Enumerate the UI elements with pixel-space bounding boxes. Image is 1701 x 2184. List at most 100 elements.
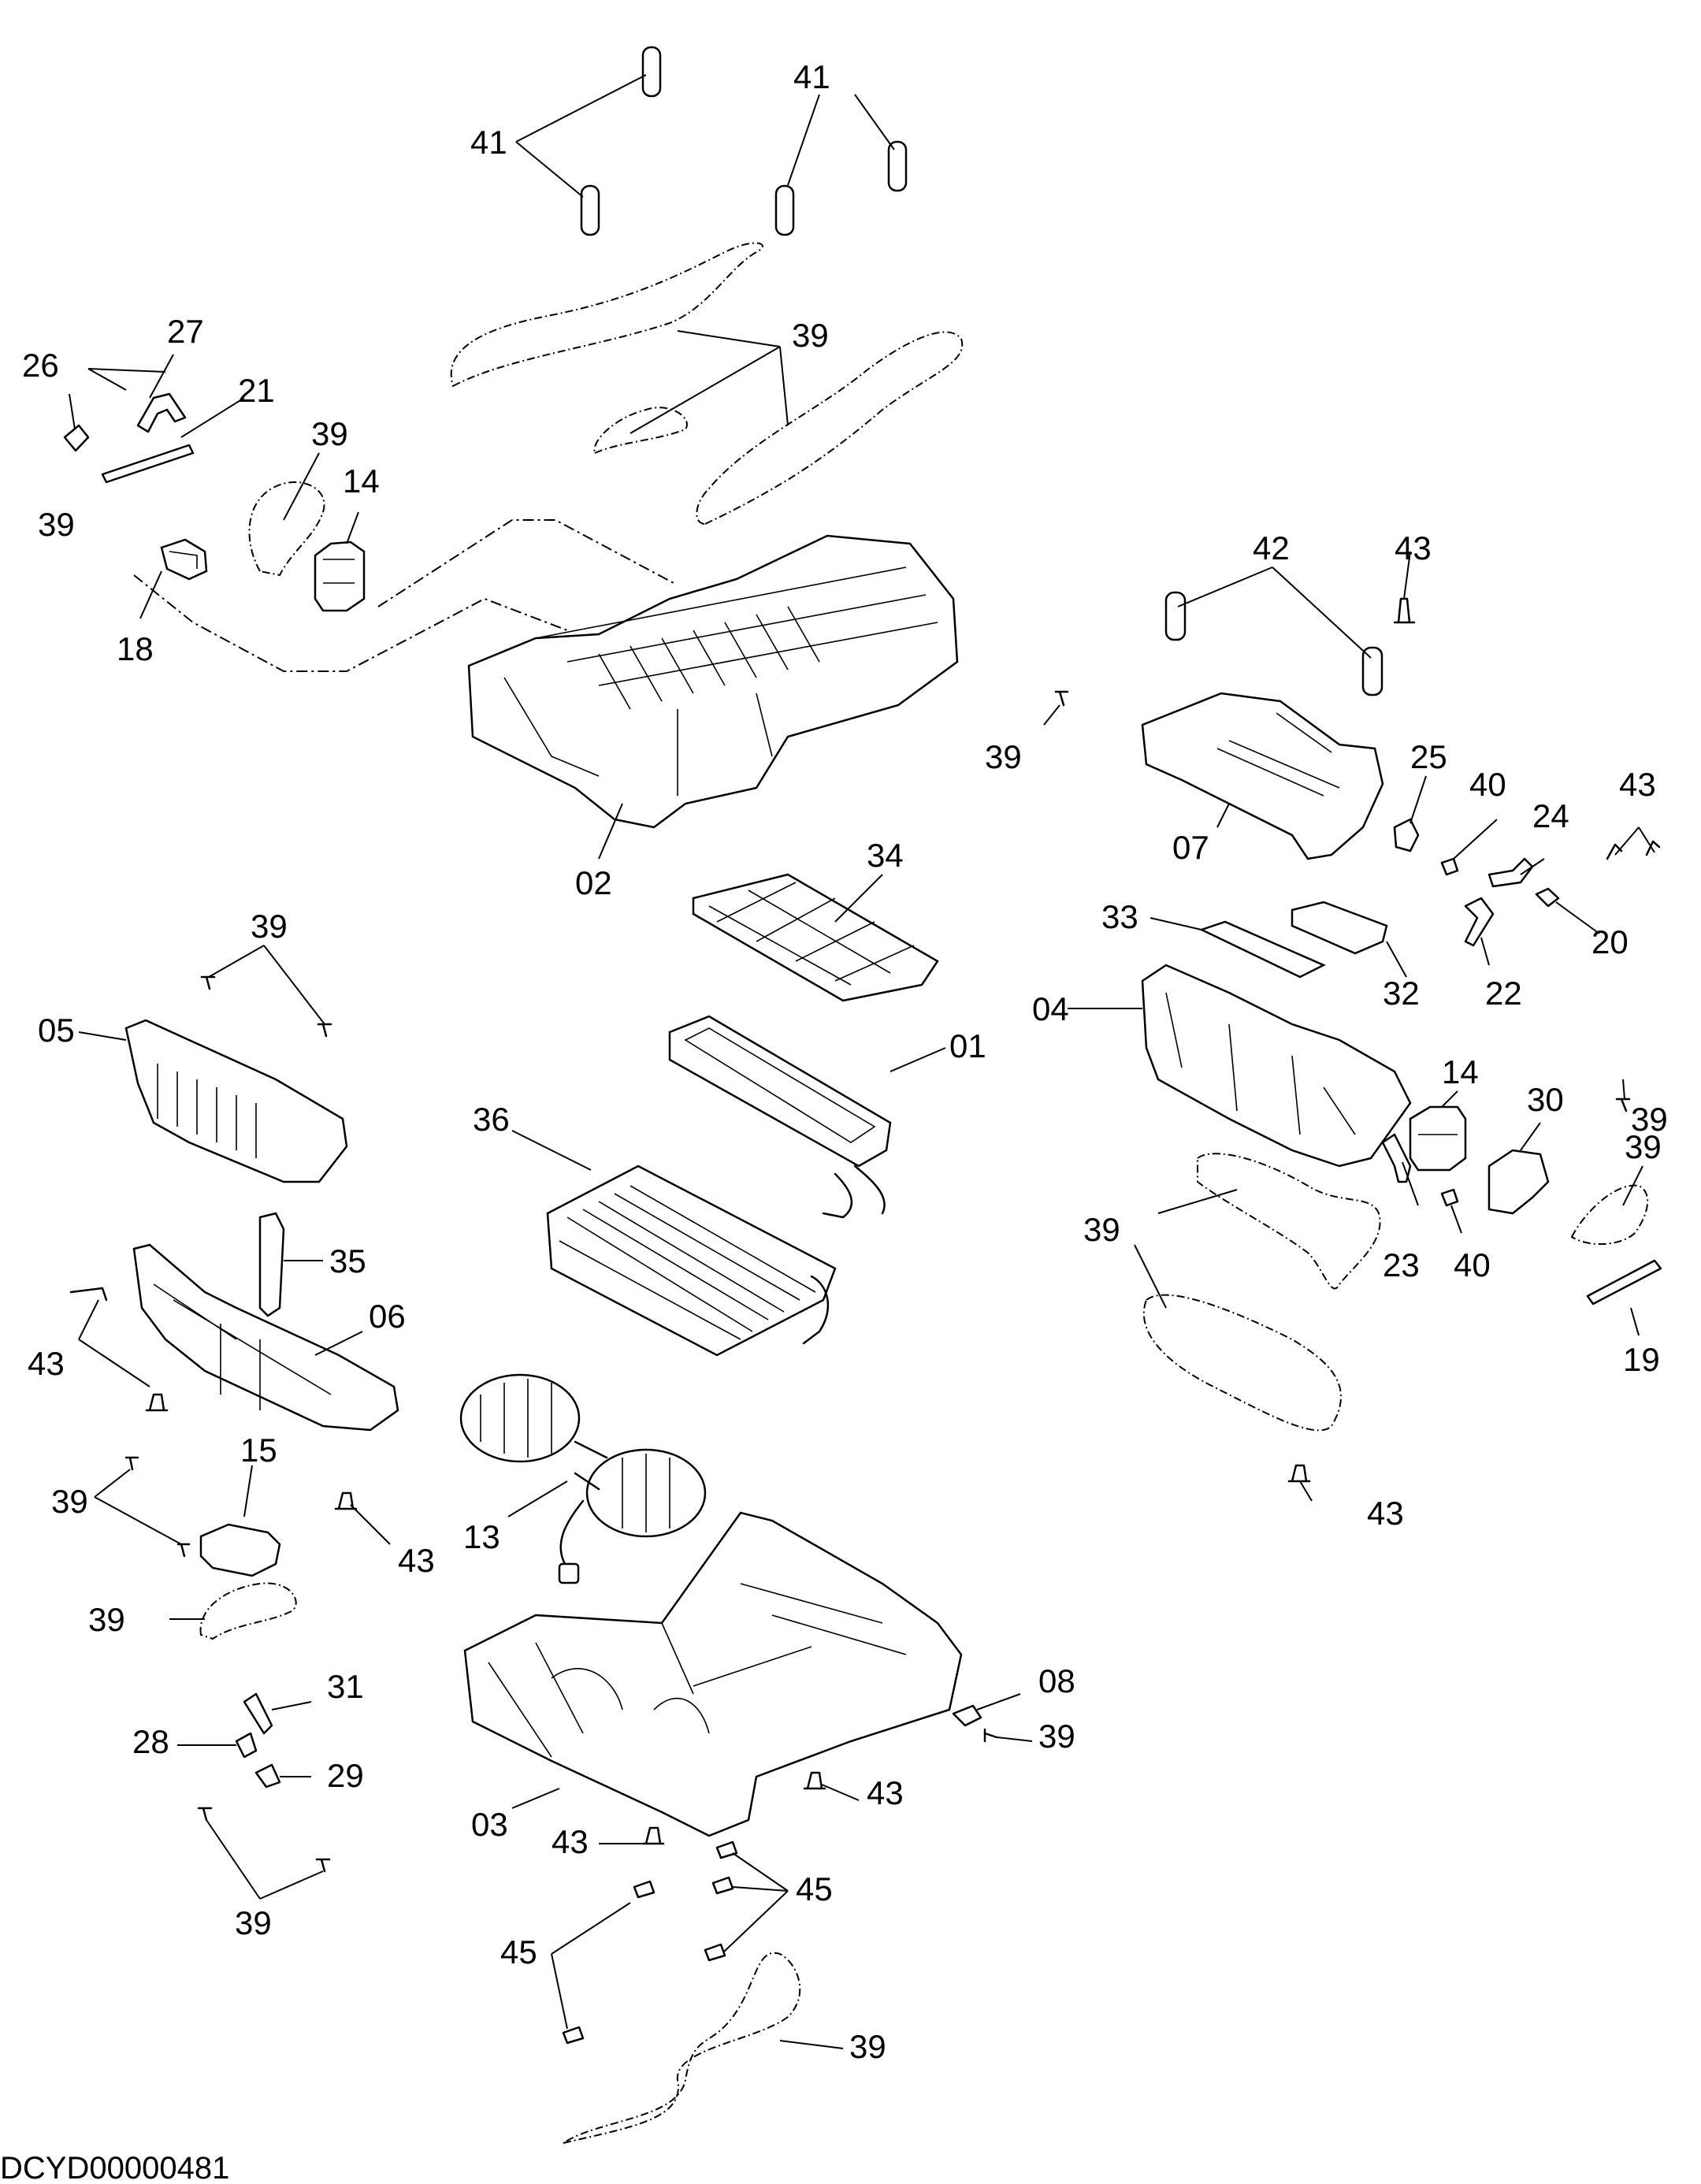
part-07-upper-case	[1141, 692, 1384, 860]
callout-43: 43	[1619, 766, 1656, 803]
callout-43: 43	[1395, 529, 1432, 566]
callout-42: 42	[1253, 529, 1290, 566]
part-39-seal-15	[199, 1582, 297, 1640]
callout-03: 03	[471, 1806, 508, 1843]
callout-39: 39	[51, 1483, 88, 1520]
callout-01: 01	[949, 1027, 986, 1064]
part-32-pad	[1291, 901, 1388, 955]
part-04-right-case	[1141, 964, 1412, 1168]
callout-33: 33	[1101, 898, 1138, 935]
part-14-actuator-left	[314, 540, 366, 612]
routing-line	[133, 519, 674, 672]
callout-28: 28	[132, 1723, 169, 1760]
part-39-seals-right	[1142, 1153, 1381, 1432]
callout-27: 27	[167, 313, 204, 350]
callout-36: 36	[473, 1101, 510, 1138]
callout-14: 14	[1442, 1053, 1479, 1090]
part-39-screws-15	[124, 1456, 191, 1558]
part-24-lever	[1487, 857, 1534, 888]
part-05-left-duct	[124, 1019, 348, 1183]
part-01-heater-core	[668, 1015, 892, 1219]
part-13-blower	[459, 1373, 707, 1584]
callout-labels: 41 41 39 27 26 21 39 14 39 18 42 43 39 2…	[22, 58, 1668, 2065]
part-43-fastener-15	[334, 1491, 358, 1510]
callout-39: 39	[849, 2028, 886, 2065]
part-20-link	[1535, 887, 1560, 908]
callout-26: 26	[22, 347, 59, 384]
callout-45: 45	[500, 1933, 537, 1970]
callout-39: 39	[1038, 1718, 1075, 1755]
part-08-clip	[952, 1704, 982, 1727]
part-34-filter	[692, 873, 939, 1002]
callout-39: 39	[792, 317, 829, 354]
part-19-rod	[1586, 1259, 1662, 1306]
part-43-fastener-rb	[1287, 1464, 1311, 1483]
callout-40: 40	[1454, 1246, 1491, 1283]
callout-39: 39	[985, 738, 1022, 775]
part-43-fasteners-l	[69, 1287, 169, 1412]
part-22-arm	[1464, 897, 1495, 947]
callout-07: 07	[1172, 829, 1209, 866]
callout-08: 08	[1038, 1662, 1075, 1699]
part-39-screws-bl	[197, 1807, 331, 1873]
drawing-code: DCYD00000481	[0, 2151, 229, 2184]
part-36-evaporator	[546, 1164, 837, 1357]
callout-22: 22	[1485, 975, 1522, 1012]
callout-21: 21	[238, 372, 275, 409]
callout-32: 32	[1383, 975, 1420, 1012]
callout-39: 39	[235, 1904, 272, 1941]
part-15-actuator	[199, 1523, 281, 1577]
callout-29: 29	[327, 1757, 364, 1794]
callout-19: 19	[1623, 1341, 1660, 1378]
callout-39: 39	[88, 1601, 125, 1638]
callout-39: 39	[1625, 1128, 1662, 1165]
part-18-bracket	[160, 538, 208, 581]
part-39-seal-r1	[1570, 1184, 1649, 1246]
part-29-clip	[254, 1763, 281, 1788]
part-31-rod	[243, 1692, 273, 1735]
part-39-seals-top	[450, 242, 964, 526]
callout-25: 25	[1410, 738, 1447, 775]
part-39-seal-left	[248, 481, 325, 577]
callout-23: 23	[1383, 1246, 1420, 1283]
part-39-screw-r	[1615, 1098, 1631, 1112]
callout-39: 39	[251, 908, 288, 945]
callout-15: 15	[240, 1432, 277, 1469]
callout-39: 39	[38, 506, 75, 543]
callout-06: 06	[369, 1298, 406, 1335]
part-28-clip	[235, 1732, 258, 1759]
callout-14: 14	[343, 462, 380, 500]
callout-41: 41	[793, 58, 830, 95]
part-33-strip	[1198, 920, 1326, 979]
part-25-link	[1393, 818, 1420, 852]
part-14-actuator-right	[1409, 1105, 1467, 1172]
part-39-pin-mid	[1054, 690, 1069, 707]
part-39-screw-08	[983, 1728, 998, 1743]
callout-43: 43	[398, 1542, 435, 1579]
callout-43: 43	[1367, 1495, 1404, 1532]
callout-39: 39	[1083, 1211, 1120, 1248]
callout-35: 35	[329, 1242, 366, 1280]
part-39-seal-bottom	[563, 1952, 801, 2144]
part-06-lower-duct	[132, 1243, 399, 1432]
part-02-upper-housing	[467, 534, 959, 829]
callout-41: 41	[470, 124, 507, 161]
part-43-fasteners-b	[641, 1771, 826, 1845]
callout-20: 20	[1591, 923, 1629, 960]
part-40-clip-b	[1440, 1188, 1459, 1207]
callout-18: 18	[117, 630, 154, 667]
callout-04: 04	[1032, 990, 1069, 1027]
callout-40: 40	[1469, 766, 1506, 803]
callout-43: 43	[28, 1345, 65, 1382]
part-26-link	[63, 424, 90, 452]
callout-05: 05	[38, 1012, 75, 1049]
callout-13: 13	[463, 1518, 500, 1555]
part-35-strip	[258, 1212, 285, 1317]
callout-02: 02	[575, 864, 612, 901]
part-42-hoses	[1164, 591, 1383, 696]
callout-30: 30	[1527, 1081, 1564, 1118]
callout-31: 31	[327, 1668, 364, 1705]
callout-45: 45	[796, 1870, 833, 1907]
part-30-cover	[1487, 1149, 1550, 1215]
